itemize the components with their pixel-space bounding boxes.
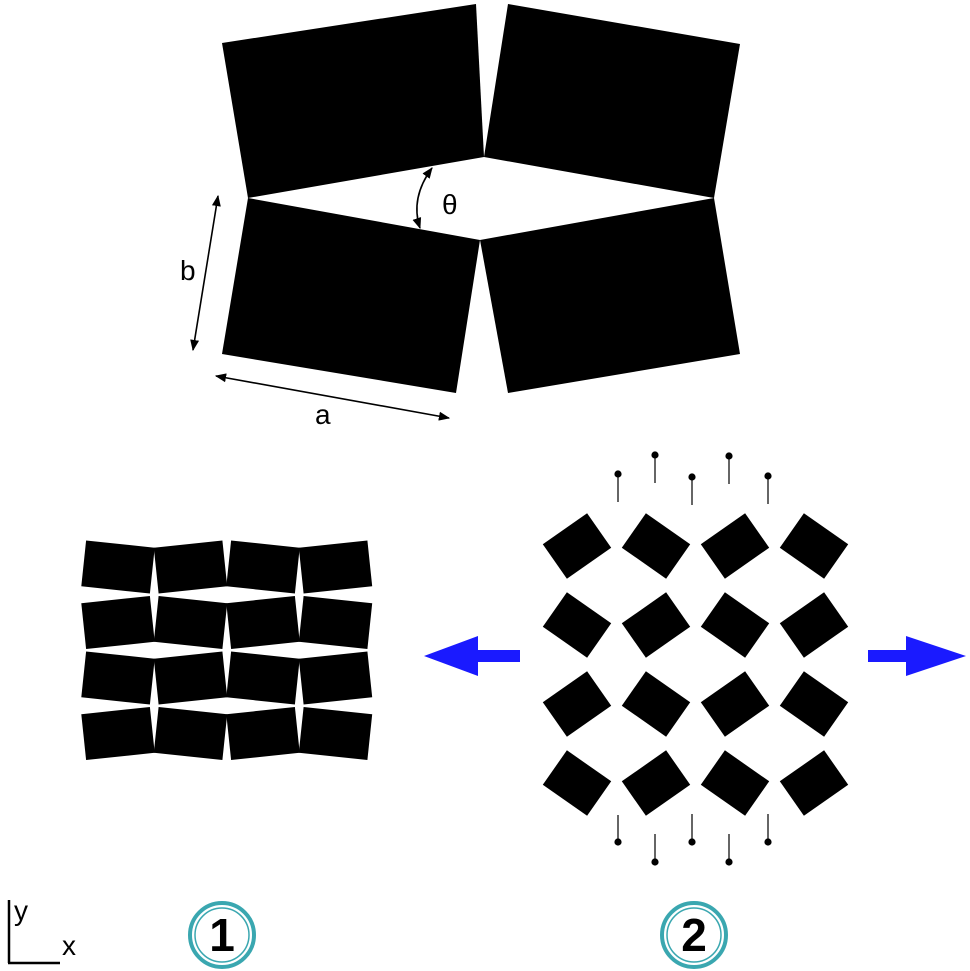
lattice2-block: [700, 513, 770, 579]
lattice1-block: [298, 651, 373, 705]
unit-block-top-left: [222, 4, 484, 198]
axis-y-label: y: [14, 895, 28, 926]
lattice2-block: [779, 592, 849, 658]
lattice1-block: [153, 651, 228, 705]
panel-2-lattice: [542, 513, 849, 816]
lattice1-block: [298, 540, 373, 594]
pin-top-head: [764, 472, 772, 480]
panel-1-badge-number: 1: [209, 909, 235, 961]
lattice2-block: [621, 592, 691, 658]
axes-indicator: y x: [7, 895, 76, 965]
pin-top-head: [725, 452, 733, 460]
theta-arc: [412, 167, 433, 230]
pin-bottom-head: [764, 838, 772, 846]
panel-1-badge: 1: [188, 901, 256, 969]
pins-bottom: [614, 814, 772, 866]
lattice1-block: [226, 651, 300, 705]
lattice2-block: [700, 671, 770, 737]
theta-label: θ: [442, 189, 458, 220]
pin-bottom-head: [651, 858, 659, 866]
lattice1-block: [226, 540, 300, 594]
lattice1-block: [81, 540, 155, 594]
axis-x-label: x: [62, 930, 76, 961]
lattice2-block: [542, 750, 612, 816]
lattice2-block: [779, 513, 849, 579]
lattice2-block: [700, 750, 770, 816]
unit-block-bottom-right: [480, 198, 740, 393]
lattice1-block: [226, 707, 300, 760]
a-label: a: [315, 399, 331, 430]
lattice2-block: [621, 750, 691, 816]
lattice2-block: [700, 592, 770, 658]
lattice2-block: [779, 671, 849, 737]
panel-2-badge-number: 2: [681, 909, 707, 961]
lattice2-block: [621, 513, 691, 579]
lattice2-block: [542, 513, 612, 579]
b-dimension-arrow: [190, 194, 221, 352]
lattice2-block: [542, 592, 612, 658]
lattice1-block: [153, 707, 228, 760]
panel-2-badge: 2: [660, 901, 728, 969]
left-stretch-arrow: [424, 636, 520, 676]
lattice2-block: [542, 671, 612, 737]
unit-block-bottom-left: [222, 198, 480, 393]
lattice1-block: [81, 651, 155, 705]
lattice2-block: [621, 671, 691, 737]
lattice1-block: [153, 540, 228, 594]
lattice1-block: [81, 596, 155, 649]
pin-top-head: [614, 470, 622, 478]
panel-1-lattice: [81, 540, 373, 760]
pin-top-head: [688, 473, 696, 481]
right-stretch-arrow: [868, 636, 966, 676]
lattice1-block: [226, 596, 300, 649]
b-label: b: [180, 255, 196, 286]
lattice2-block: [779, 750, 849, 816]
lattice1-block: [153, 596, 228, 649]
unit-cell: θ b a: [180, 4, 740, 430]
a-dimension-arrow: [214, 373, 451, 421]
pins-top: [614, 451, 772, 505]
lattice1-block: [81, 707, 155, 760]
pin-bottom-head: [725, 858, 733, 866]
lattice1-block: [298, 596, 373, 649]
pin-top-head: [651, 451, 659, 459]
lattice1-block: [298, 707, 373, 760]
pin-bottom-head: [614, 838, 622, 846]
pin-bottom-head: [688, 838, 696, 846]
unit-block-top-right: [484, 4, 740, 198]
